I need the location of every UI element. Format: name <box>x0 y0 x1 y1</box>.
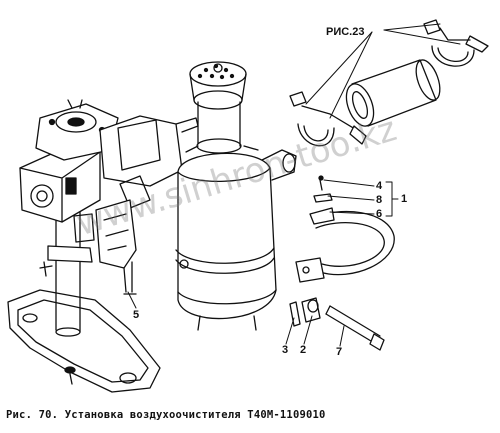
callout-1: 1 <box>401 193 408 205</box>
leader-lines <box>127 23 461 347</box>
callout-6: 6 <box>376 208 383 220</box>
front-axle-support <box>7 99 199 393</box>
callout-2: 2 <box>300 344 307 356</box>
callout-ref-fig23: РИС.23 <box>326 26 365 38</box>
mounting-clamp <box>289 175 395 351</box>
callout-8: 8 <box>376 194 383 206</box>
figure-caption: Рис. 70. Установка воздухоочистителя Т40… <box>6 409 326 421</box>
callout-4: 4 <box>376 180 383 192</box>
callout-5: 5 <box>133 309 140 321</box>
intake-hose <box>289 19 489 147</box>
callout-3: 3 <box>282 344 289 356</box>
callout-7: 7 <box>336 346 343 358</box>
air-cleaner <box>175 61 297 331</box>
